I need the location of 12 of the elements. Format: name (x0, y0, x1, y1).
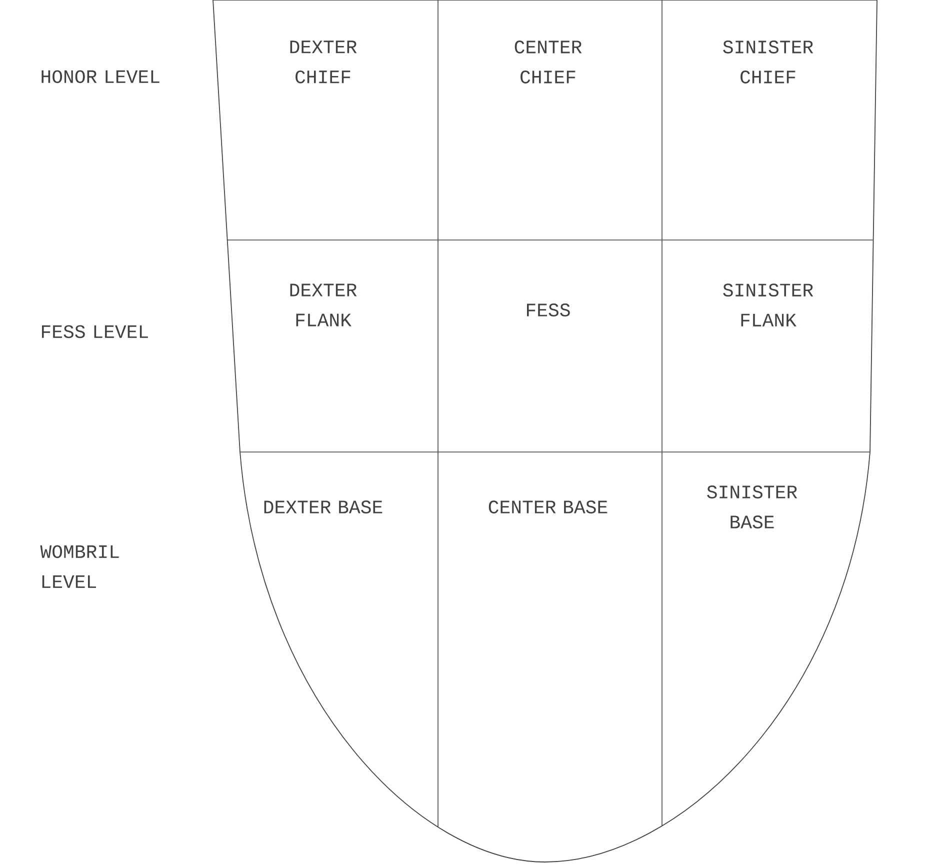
cell-label: SINISTER BASE (707, 486, 798, 528)
cell-label: DEXTER FLANK (290, 284, 357, 326)
level-label: WOMBRIL LEVEL (40, 545, 119, 588)
cell-label: FESS (527, 304, 570, 316)
level-label: HONOR LEVEL (42, 70, 160, 84)
cell-label: DEXTER BASE (264, 500, 382, 514)
cell-label: CENTER CHIEF (514, 40, 582, 84)
cell-label: SINISTER FLANK (723, 284, 814, 326)
cell-label: CENTER BASE (488, 500, 608, 514)
cell-label: SINISTER CHIEF (723, 40, 814, 84)
level-label: FESS LEVEL (42, 325, 148, 338)
cell-label: DEXTER CHIEF (290, 40, 357, 84)
